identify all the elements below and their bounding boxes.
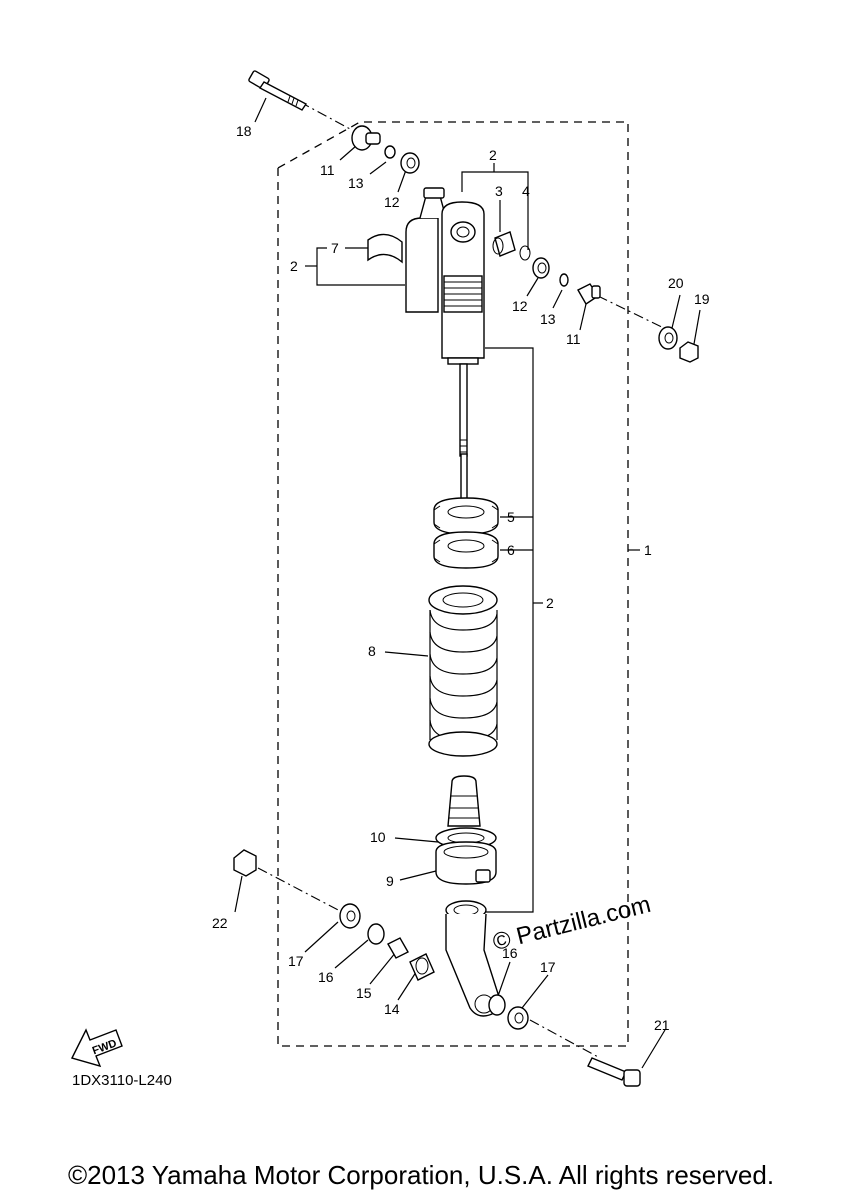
callout-13-right: 13 bbox=[540, 311, 556, 327]
bracket-lines bbox=[234, 97, 701, 1069]
washer-17-right-icon bbox=[507, 1006, 529, 1030]
copyright-notice: ©2013 Yamaha Motor Corporation, U.S.A. A… bbox=[67, 1160, 775, 1190]
oring-13-icon bbox=[384, 145, 396, 159]
shock-absorber-body-icon bbox=[367, 187, 485, 457]
callout-8: 8 bbox=[368, 643, 376, 659]
seal-12-right-icon bbox=[532, 257, 550, 279]
bump-stop-icon bbox=[447, 775, 481, 827]
collar-16-icon bbox=[367, 923, 385, 945]
spring-seat-9-icon bbox=[435, 841, 497, 885]
callout-17-right: 17 bbox=[540, 959, 556, 975]
callout-2-left: 2 bbox=[290, 258, 298, 274]
bushing-15-icon bbox=[387, 937, 409, 959]
callout-16-right: 16 bbox=[502, 945, 518, 961]
nut-19-icon bbox=[679, 341, 699, 363]
nut-22-icon bbox=[233, 849, 257, 877]
bushing-3-icon bbox=[492, 231, 516, 257]
callout-20: 20 bbox=[668, 275, 684, 291]
oring-13-right-icon bbox=[559, 273, 569, 287]
washer-20-icon bbox=[658, 326, 678, 350]
callout-10: 10 bbox=[370, 829, 386, 845]
bearing-14-icon bbox=[409, 953, 435, 981]
assembly-boundary bbox=[277, 121, 629, 1047]
callout-4: 4 bbox=[522, 183, 530, 199]
seal-12-icon bbox=[400, 152, 420, 174]
callout-2-right: 2 bbox=[546, 595, 554, 611]
callout-11-top: 11 bbox=[320, 162, 335, 178]
circlip-4-icon bbox=[519, 245, 531, 261]
collar-16-right-icon bbox=[488, 994, 506, 1016]
locknut-5-icon bbox=[433, 497, 499, 535]
callout-7: 7 bbox=[331, 240, 339, 256]
callout-5: 5 bbox=[507, 509, 515, 525]
collar-11-right-icon bbox=[577, 283, 601, 305]
callout-labels: 1 2 2 2 3 4 5 6 7 8 9 10 11 11 12 12 13 … bbox=[212, 123, 710, 1033]
callout-12-top: 12 bbox=[384, 194, 400, 210]
callout-18: 18 bbox=[236, 123, 252, 139]
callout-19: 19 bbox=[694, 291, 710, 307]
callout-12-right: 12 bbox=[512, 298, 528, 314]
adjuster-nut-6-icon bbox=[433, 531, 499, 569]
diagram-code: 1DX3110-L240 bbox=[72, 1072, 172, 1089]
callout-11-right: 11 bbox=[566, 331, 581, 347]
callout-1: 1 bbox=[644, 542, 652, 558]
callout-16-left: 16 bbox=[318, 969, 334, 985]
callout-17-left: 17 bbox=[288, 953, 304, 969]
callout-15: 15 bbox=[356, 985, 372, 1001]
axis-lines bbox=[257, 101, 669, 1059]
bolt-18-icon bbox=[248, 70, 308, 111]
callout-13-top: 13 bbox=[348, 175, 364, 191]
washer-17-icon bbox=[339, 903, 361, 929]
callout-21: 21 bbox=[654, 1017, 670, 1033]
callout-14: 14 bbox=[384, 1001, 400, 1017]
callout-9: 9 bbox=[386, 873, 394, 889]
callout-6: 6 bbox=[507, 542, 515, 558]
fwd-arrow-icon: FWD bbox=[70, 1028, 123, 1068]
coil-spring-8-icon bbox=[428, 585, 498, 757]
callout-2-top: 2 bbox=[489, 147, 497, 163]
callout-3: 3 bbox=[495, 183, 503, 199]
bolt-21-icon bbox=[587, 1057, 641, 1087]
callout-22: 22 bbox=[212, 915, 228, 931]
collar-11-icon bbox=[351, 125, 381, 151]
